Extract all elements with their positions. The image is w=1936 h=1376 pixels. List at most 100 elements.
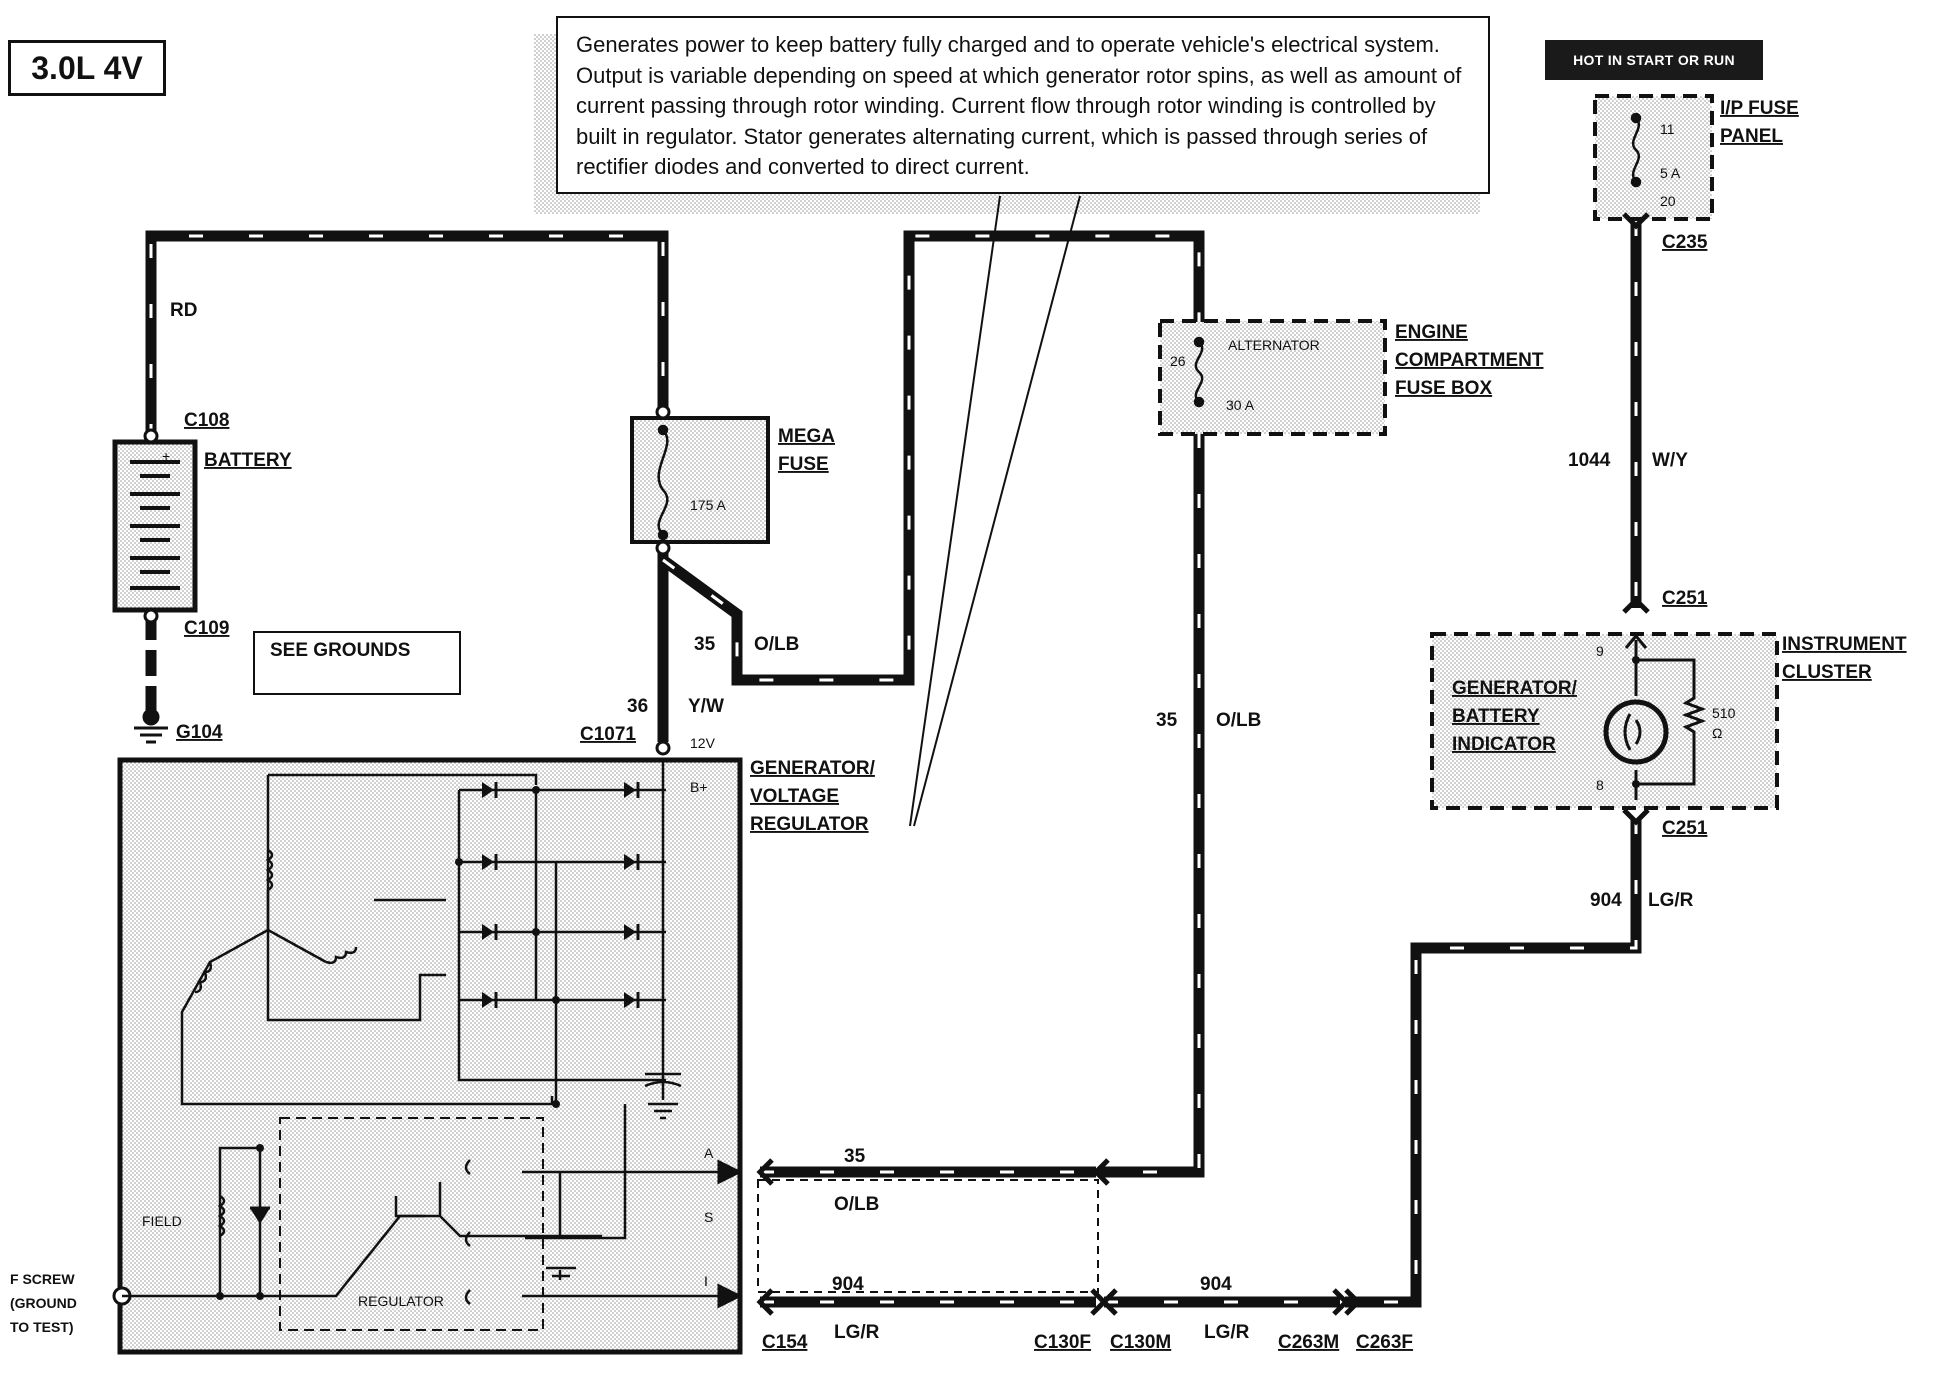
label-gen-1: GENERATOR/ <box>750 758 876 779</box>
c235-chevron <box>1622 212 1650 230</box>
label-field: FIELD <box>142 1213 182 1229</box>
c109-pin <box>143 608 159 624</box>
label-rd: RD <box>170 300 197 321</box>
label-c251-bottom: C251 <box>1662 818 1708 839</box>
label-fscrew-1: F SCREW <box>10 1271 75 1287</box>
c1071-pin <box>655 740 671 756</box>
instrument-cluster-box <box>1430 632 1779 810</box>
label-g104: G104 <box>176 722 223 743</box>
label-efb-fuse: ALTERNATOR <box>1228 337 1320 353</box>
c263-chevron-b <box>1344 1288 1362 1316</box>
c154-chevron-b <box>756 1288 774 1316</box>
wire-35-olb-top <box>659 230 1205 686</box>
label-term-a: A <box>704 1145 714 1161</box>
c154-chevron-a <box>756 1158 774 1186</box>
label-bplus: B+ <box>690 779 708 795</box>
c130-chevron-c <box>1100 1288 1118 1316</box>
label-ipf-num: 11 <box>1660 121 1675 137</box>
label-mega-rating: 175 A <box>690 497 726 513</box>
description-box: Generates power to keep battery fully ch… <box>556 16 1490 194</box>
wire-35-olb-vert <box>1098 434 1205 1178</box>
label-w36-color: Y/W <box>688 696 724 717</box>
label-b35-color: O/LB <box>834 1194 879 1215</box>
c251-top-chevron <box>1622 596 1650 614</box>
ip-fuse-element <box>1631 117 1641 183</box>
label-c130f: C130F <box>1034 1332 1091 1353</box>
ip-fuse-box <box>1593 94 1714 221</box>
label-c251-top: C251 <box>1662 588 1708 609</box>
model-badge: 3.0L 4V <box>8 40 166 96</box>
label-w1044-num: 1044 <box>1568 450 1611 471</box>
regulator-box <box>279 1117 544 1331</box>
label-efb-num: 26 <box>1170 353 1186 369</box>
label-c109: C109 <box>184 618 229 639</box>
label-battery: BATTERY <box>204 450 292 471</box>
generator-module <box>117 757 743 1355</box>
label-w1044-color: W/Y <box>1652 450 1688 471</box>
see-grounds-box <box>253 631 461 695</box>
c263-chevron-a <box>1332 1288 1350 1316</box>
label-regulator: REGULATOR <box>358 1293 444 1309</box>
label-w35-color: O/LB <box>754 634 799 655</box>
label-pin8: 8 <box>1596 777 1604 793</box>
label-ind-3: INDICATOR <box>1452 734 1556 755</box>
indicator-lamp <box>1603 640 1707 800</box>
hot-in-start-badge: HOT IN START OR RUN <box>1545 40 1763 80</box>
label-efb-3: FUSE BOX <box>1395 378 1492 399</box>
indicator-top-arrow <box>1624 633 1648 649</box>
label-w904-num: 904 <box>1590 890 1622 911</box>
label-efb-rating: 30 A <box>1226 397 1255 413</box>
label-c154: C154 <box>762 1332 808 1353</box>
battery-cells <box>130 460 180 590</box>
label-b904r-num: 904 <box>1200 1274 1232 1295</box>
pointer-lines <box>909 195 1081 827</box>
label-b904r-color: LG/R <box>1204 1322 1250 1343</box>
label-b904-num: 904 <box>832 1274 864 1295</box>
ground-g104 <box>134 708 168 744</box>
label-12v: 12V <box>690 735 716 751</box>
generator-internals <box>122 760 743 1309</box>
label-see-grounds: SEE GROUNDS <box>270 640 410 661</box>
label-w36-num: 36 <box>627 696 648 717</box>
label-ipf-2: PANEL <box>1720 126 1783 147</box>
label-w35v-color: O/LB <box>1216 710 1261 731</box>
label-gen-2: VOLTAGE <box>750 786 839 807</box>
label-c130m: C130M <box>1110 1332 1171 1353</box>
c251-bottom-chevron <box>1622 808 1650 826</box>
label-term-s: S <box>704 1209 713 1225</box>
c130-chevron-a <box>1092 1158 1110 1186</box>
label-b35-num: 35 <box>844 1146 866 1167</box>
label-ohm: Ω <box>1712 725 1722 741</box>
label-c235: C235 <box>1662 232 1708 253</box>
label-w35v-num: 35 <box>1156 710 1178 731</box>
label-w35-num: 35 <box>694 634 716 655</box>
label-fscrew-3: TO TEST) <box>10 1319 74 1335</box>
label-ipf-1: I/P FUSE <box>1720 98 1799 119</box>
label-fscrew-2: (GROUND <box>10 1295 77 1311</box>
label-mega-2: FUSE <box>778 454 829 475</box>
label-efb-2: COMPARTMENT <box>1395 350 1544 371</box>
label-term-i: I <box>704 1273 708 1289</box>
mega-pin-bottom <box>655 540 671 556</box>
mega-pin-top <box>655 404 671 420</box>
label-ic-1: INSTRUMENT <box>1782 634 1907 655</box>
battery-plus: + <box>162 448 170 464</box>
label-pin9: 9 <box>1596 643 1604 659</box>
label-w904-color: LG/R <box>1648 890 1694 911</box>
mega-fuse-element <box>657 429 669 536</box>
label-mega-1: MEGA <box>778 426 835 447</box>
connector-dashed-box <box>757 1179 1099 1293</box>
label-ic-2: CLUSTER <box>1782 662 1872 683</box>
label-resistor: 510 <box>1712 705 1736 721</box>
label-ipf-rating: 5 A <box>1660 165 1681 181</box>
alt-fuse-element <box>1194 341 1204 403</box>
label-ind-1: GENERATOR/ <box>1452 678 1578 699</box>
label-gen-3: REGULATOR <box>750 814 869 835</box>
label-c263m: C263M <box>1278 1332 1339 1353</box>
label-c1071: C1071 <box>580 724 636 745</box>
mega-fuse-box <box>630 416 770 544</box>
label-c263f: C263F <box>1356 1332 1413 1353</box>
label-ipf-pin: 20 <box>1660 193 1676 209</box>
label-b904-color: LG/R <box>834 1322 880 1343</box>
label-ind-2: BATTERY <box>1452 706 1540 727</box>
